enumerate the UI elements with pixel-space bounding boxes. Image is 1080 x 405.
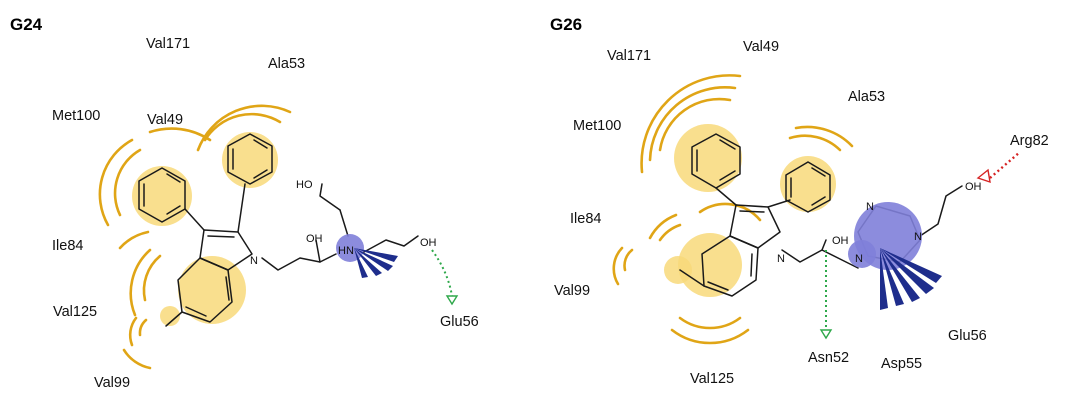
panel-title-g26: G26: [550, 15, 582, 34]
residue-label: Glu56: [440, 314, 479, 330]
residue-label: Arg82: [1010, 133, 1049, 149]
atom-label: N: [777, 253, 785, 265]
atom-label: N: [914, 231, 922, 243]
atom-label: OH: [306, 233, 323, 245]
residue-label: Ala53: [268, 56, 305, 72]
molecule-g24: [138, 133, 419, 327]
hydrophobic-halos: [132, 132, 278, 326]
residue-label: Asn52: [808, 350, 849, 366]
residue-label: Asp55: [881, 356, 922, 372]
hydrophobic-arcs: [612, 74, 854, 345]
atom-label: HO: [296, 179, 313, 191]
panel-g26: G26 Val171 Val49 Ala53 Met100 Arg82 Ile8…: [550, 15, 1049, 387]
panel-title-g24: G24: [10, 15, 43, 34]
atom-label: OH: [420, 237, 437, 249]
residue-label: Val49: [147, 112, 183, 128]
salt-bridge-wedges: [354, 248, 398, 278]
residue-label: Val171: [607, 48, 651, 64]
hbond-arrow-icon: [819, 329, 833, 340]
atom-label: N: [250, 255, 258, 267]
residue-label: Val125: [690, 371, 734, 387]
residue-label: Val99: [554, 283, 590, 299]
residue-label: Val99: [94, 375, 130, 391]
charged-ring-marker: [848, 202, 922, 270]
atom-label: N: [855, 253, 863, 265]
residue-label: Val125: [53, 304, 97, 320]
hydrophobic-arcs: [98, 104, 292, 370]
salt-bridge-wedges: [880, 248, 942, 310]
atom-label: HN: [338, 245, 354, 257]
residue-label: Met100: [52, 108, 100, 124]
atom-label: OH: [965, 181, 982, 193]
panel-g24: G24 Val171 Ala53 Met100 Val49 Ile84 Val1…: [10, 15, 479, 391]
residue-label: Val171: [146, 36, 190, 52]
residue-label: Met100: [573, 118, 621, 134]
hbond-arrow-icon: [976, 168, 991, 184]
hbond-arrow-icon: [445, 295, 459, 306]
hbond-line: [431, 249, 453, 297]
residue-label: Glu56: [948, 328, 987, 344]
hbond-line: [989, 151, 1021, 179]
residue-label: Val49: [743, 39, 779, 55]
atom-label: N: [866, 201, 874, 213]
residue-label: Ile84: [52, 238, 83, 254]
atom-label: OH: [832, 235, 849, 247]
residue-label: Ile84: [570, 211, 601, 227]
residue-label: Ala53: [848, 89, 885, 105]
